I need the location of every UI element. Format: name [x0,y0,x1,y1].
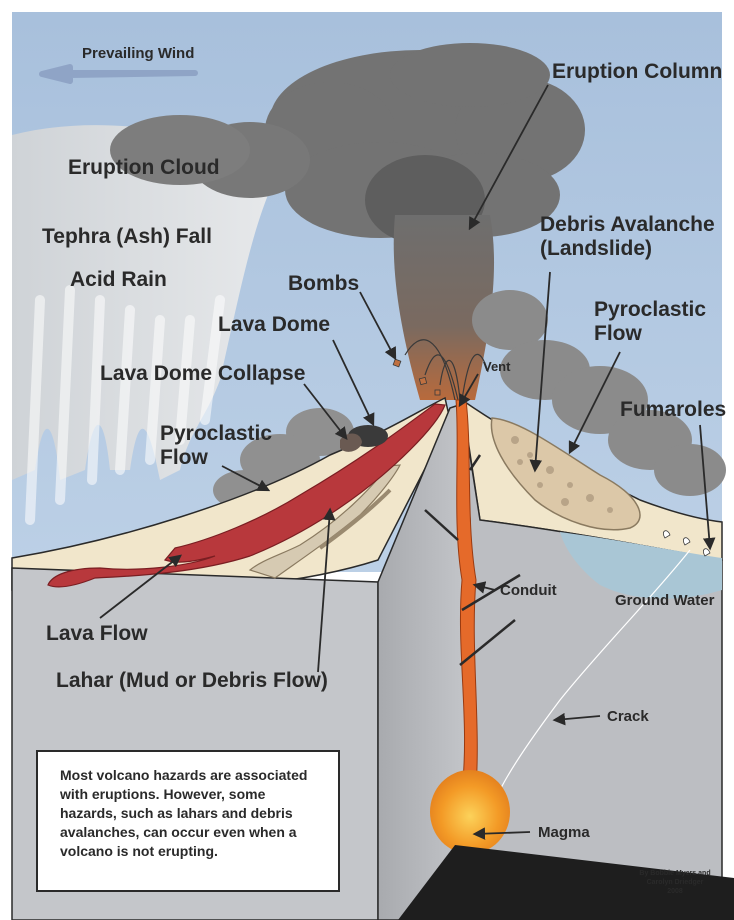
label-crack: Crack [607,708,649,725]
label-bombs: Bombs [288,272,359,296]
label-eruption-cloud: Eruption Cloud [68,156,220,180]
label-vent: Vent [483,360,510,375]
label-debris-avalanche: Debris Avalanche (Landslide) [540,213,715,261]
label-lava-flow: Lava Flow [46,622,148,646]
magma-chamber [430,770,510,854]
label-magma: Magma [538,824,590,841]
label-ground-water: Ground Water [615,592,714,609]
label-lava-dome-collapse: Lava Dome Collapse [100,362,305,386]
hazards-note-box: Most volcano hazards are associated with… [36,750,340,892]
label-acid-rain: Acid Rain [70,268,167,292]
hazards-note-text: Most volcano hazards are associated with… [60,767,307,859]
label-lava-dome: Lava Dome [218,313,330,337]
credit-text: By Bobbie Myers and Carolyn Driedger 200… [625,869,725,896]
label-pyroclastic-flow-right: Pyroclastic Flow [594,298,706,346]
label-eruption-column: Eruption Column [552,60,722,84]
label-conduit: Conduit [500,582,557,599]
label-tephra-fall: Tephra (Ash) Fall [42,225,212,249]
label-pyroclastic-flow-left: Pyroclastic Flow [160,422,272,470]
label-fumaroles: Fumaroles [620,398,726,422]
label-lahar: Lahar (Mud or Debris Flow) [56,669,328,693]
label-prevailing-wind: Prevailing Wind [82,45,194,62]
